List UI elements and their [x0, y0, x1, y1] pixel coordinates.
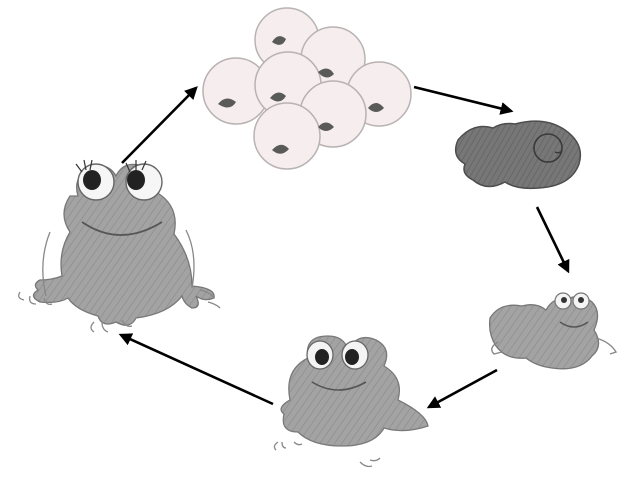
arrow-froglet-to-adult-frog — [121, 335, 273, 404]
adult-frog-icon — [19, 160, 220, 332]
arrow-tadpole-with-legs-to-froglet — [429, 370, 497, 407]
froglet-icon — [274, 336, 428, 467]
arrow-eggs-to-tadpole — [414, 87, 511, 111]
arrow-tadpole-to-tadpole-with-legs — [537, 207, 568, 271]
frog-egg-cluster-icon — [203, 8, 411, 169]
tadpole-icon — [456, 121, 581, 188]
arrow-adult-frog-to-eggs — [122, 88, 196, 163]
tadpole-with-legs-icon — [490, 293, 616, 369]
